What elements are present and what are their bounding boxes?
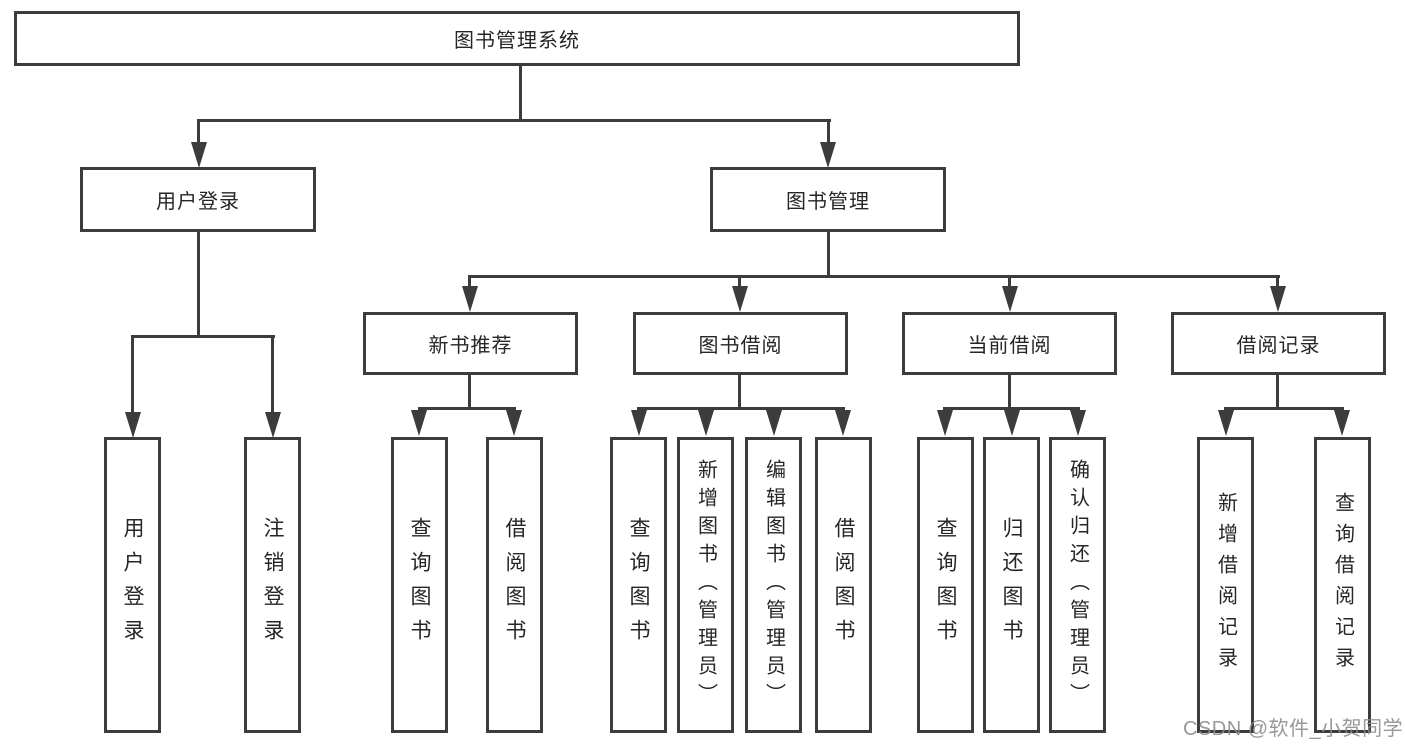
- node-logout-action: 注销登录: [244, 437, 301, 733]
- connector-line: [738, 277, 741, 289]
- connector-line: [418, 407, 516, 410]
- node-query-borrow-record-label: 查询借阅记录: [1331, 492, 1354, 678]
- node-query-books-recommend-label: 查询图书: [408, 517, 431, 653]
- connector-line: [468, 277, 471, 289]
- connector-line: [1276, 375, 1279, 410]
- node-user-login-label: 用户登录: [156, 191, 240, 213]
- arrow-down-icon: [265, 412, 281, 438]
- node-add-books-admin: 新增图书（管理员）: [677, 437, 734, 733]
- node-edit-books-admin: 编辑图书（管理员）: [745, 437, 802, 733]
- node-new-book-recommendation-label: 新书推荐: [428, 335, 513, 357]
- arrow-down-icon: [506, 410, 522, 436]
- node-root-label: 图书管理系统: [454, 30, 580, 52]
- arrow-down-icon: [732, 286, 748, 312]
- node-confirm-return-admin: 确认归还（管理员）: [1049, 437, 1106, 733]
- arrow-down-icon: [631, 410, 647, 436]
- arrow-down-icon: [411, 410, 427, 436]
- node-query-books-current: 查询图书: [917, 437, 974, 733]
- arrow-down-icon: [1004, 410, 1020, 436]
- arrow-down-icon: [125, 412, 141, 438]
- node-borrowing-records: 借阅记录: [1171, 312, 1386, 375]
- connector-line: [468, 375, 471, 410]
- node-current-borrowing-label: 当前借阅: [967, 335, 1052, 357]
- node-borrowing-records-label: 借阅记录: [1236, 335, 1321, 357]
- node-query-books-borrowing-label: 查询图书: [627, 517, 650, 653]
- arrow-down-icon: [1334, 410, 1350, 436]
- arrow-down-icon: [937, 410, 953, 436]
- arrow-down-icon: [820, 142, 836, 168]
- node-add-borrow-record-label: 新增借阅记录: [1214, 492, 1237, 678]
- node-return-books: 归还图书: [983, 437, 1040, 733]
- connector-line: [131, 335, 275, 338]
- node-book-management: 图书管理: [710, 167, 946, 232]
- connector-line: [1008, 277, 1011, 289]
- node-return-books-label: 归还图书: [1000, 517, 1023, 653]
- connector-line: [468, 275, 1280, 278]
- connector-line: [943, 407, 1080, 410]
- connector-line: [827, 121, 830, 145]
- connector-line: [519, 66, 522, 122]
- node-user-login-action-label: 用户登录: [121, 517, 144, 653]
- node-confirm-return-admin-label: 确认归还（管理员）: [1066, 459, 1089, 711]
- arrow-down-icon: [1218, 410, 1234, 436]
- node-book-borrowing-label: 图书借阅: [698, 335, 783, 357]
- csdn-watermark: CSDN @软件_小贺同学: [1183, 718, 1404, 740]
- node-user-login: 用户登录: [80, 167, 316, 232]
- node-root: 图书管理系统: [14, 11, 1020, 66]
- connector-line: [271, 337, 274, 414]
- connector-line: [1008, 375, 1011, 410]
- connector-line: [827, 232, 830, 277]
- node-borrow-books-borrowing-label: 借阅图书: [832, 517, 855, 653]
- node-borrow-books-recommend-label: 借阅图书: [503, 517, 526, 653]
- arrow-down-icon: [462, 286, 478, 312]
- node-add-books-admin-label: 新增图书（管理员）: [694, 459, 717, 711]
- node-user-login-action: 用户登录: [104, 437, 161, 733]
- node-add-borrow-record: 新增借阅记录: [1197, 437, 1254, 733]
- node-edit-books-admin-label: 编辑图书（管理员）: [762, 459, 785, 711]
- arrow-down-icon: [698, 410, 714, 436]
- node-book-management-label: 图书管理: [786, 191, 870, 213]
- arrow-down-icon: [191, 142, 207, 168]
- node-borrow-books-recommend: 借阅图书: [486, 437, 543, 733]
- connector-line: [1276, 277, 1279, 289]
- node-query-borrow-record: 查询借阅记录: [1314, 437, 1371, 733]
- connector-line: [131, 337, 134, 414]
- arrow-down-icon: [1070, 410, 1086, 436]
- connector-line: [637, 407, 845, 410]
- node-logout-action-label: 注销登录: [261, 517, 284, 653]
- connector-line: [197, 121, 200, 145]
- node-borrow-books-borrowing: 借阅图书: [815, 437, 872, 733]
- arrow-down-icon: [1270, 286, 1286, 312]
- node-current-borrowing: 当前借阅: [902, 312, 1117, 375]
- node-query-books-recommend: 查询图书: [391, 437, 448, 733]
- arrow-down-icon: [1002, 286, 1018, 312]
- arrow-down-icon: [766, 410, 782, 436]
- connector-line: [1224, 407, 1344, 410]
- node-book-borrowing: 图书借阅: [633, 312, 848, 375]
- node-query-books-current-label: 查询图书: [934, 517, 957, 653]
- arrow-down-icon: [835, 410, 851, 436]
- node-new-book-recommendation: 新书推荐: [363, 312, 578, 375]
- connector-line: [197, 232, 200, 337]
- connector-line: [197, 119, 831, 122]
- node-query-books-borrowing: 查询图书: [610, 437, 667, 733]
- connector-line: [738, 375, 741, 410]
